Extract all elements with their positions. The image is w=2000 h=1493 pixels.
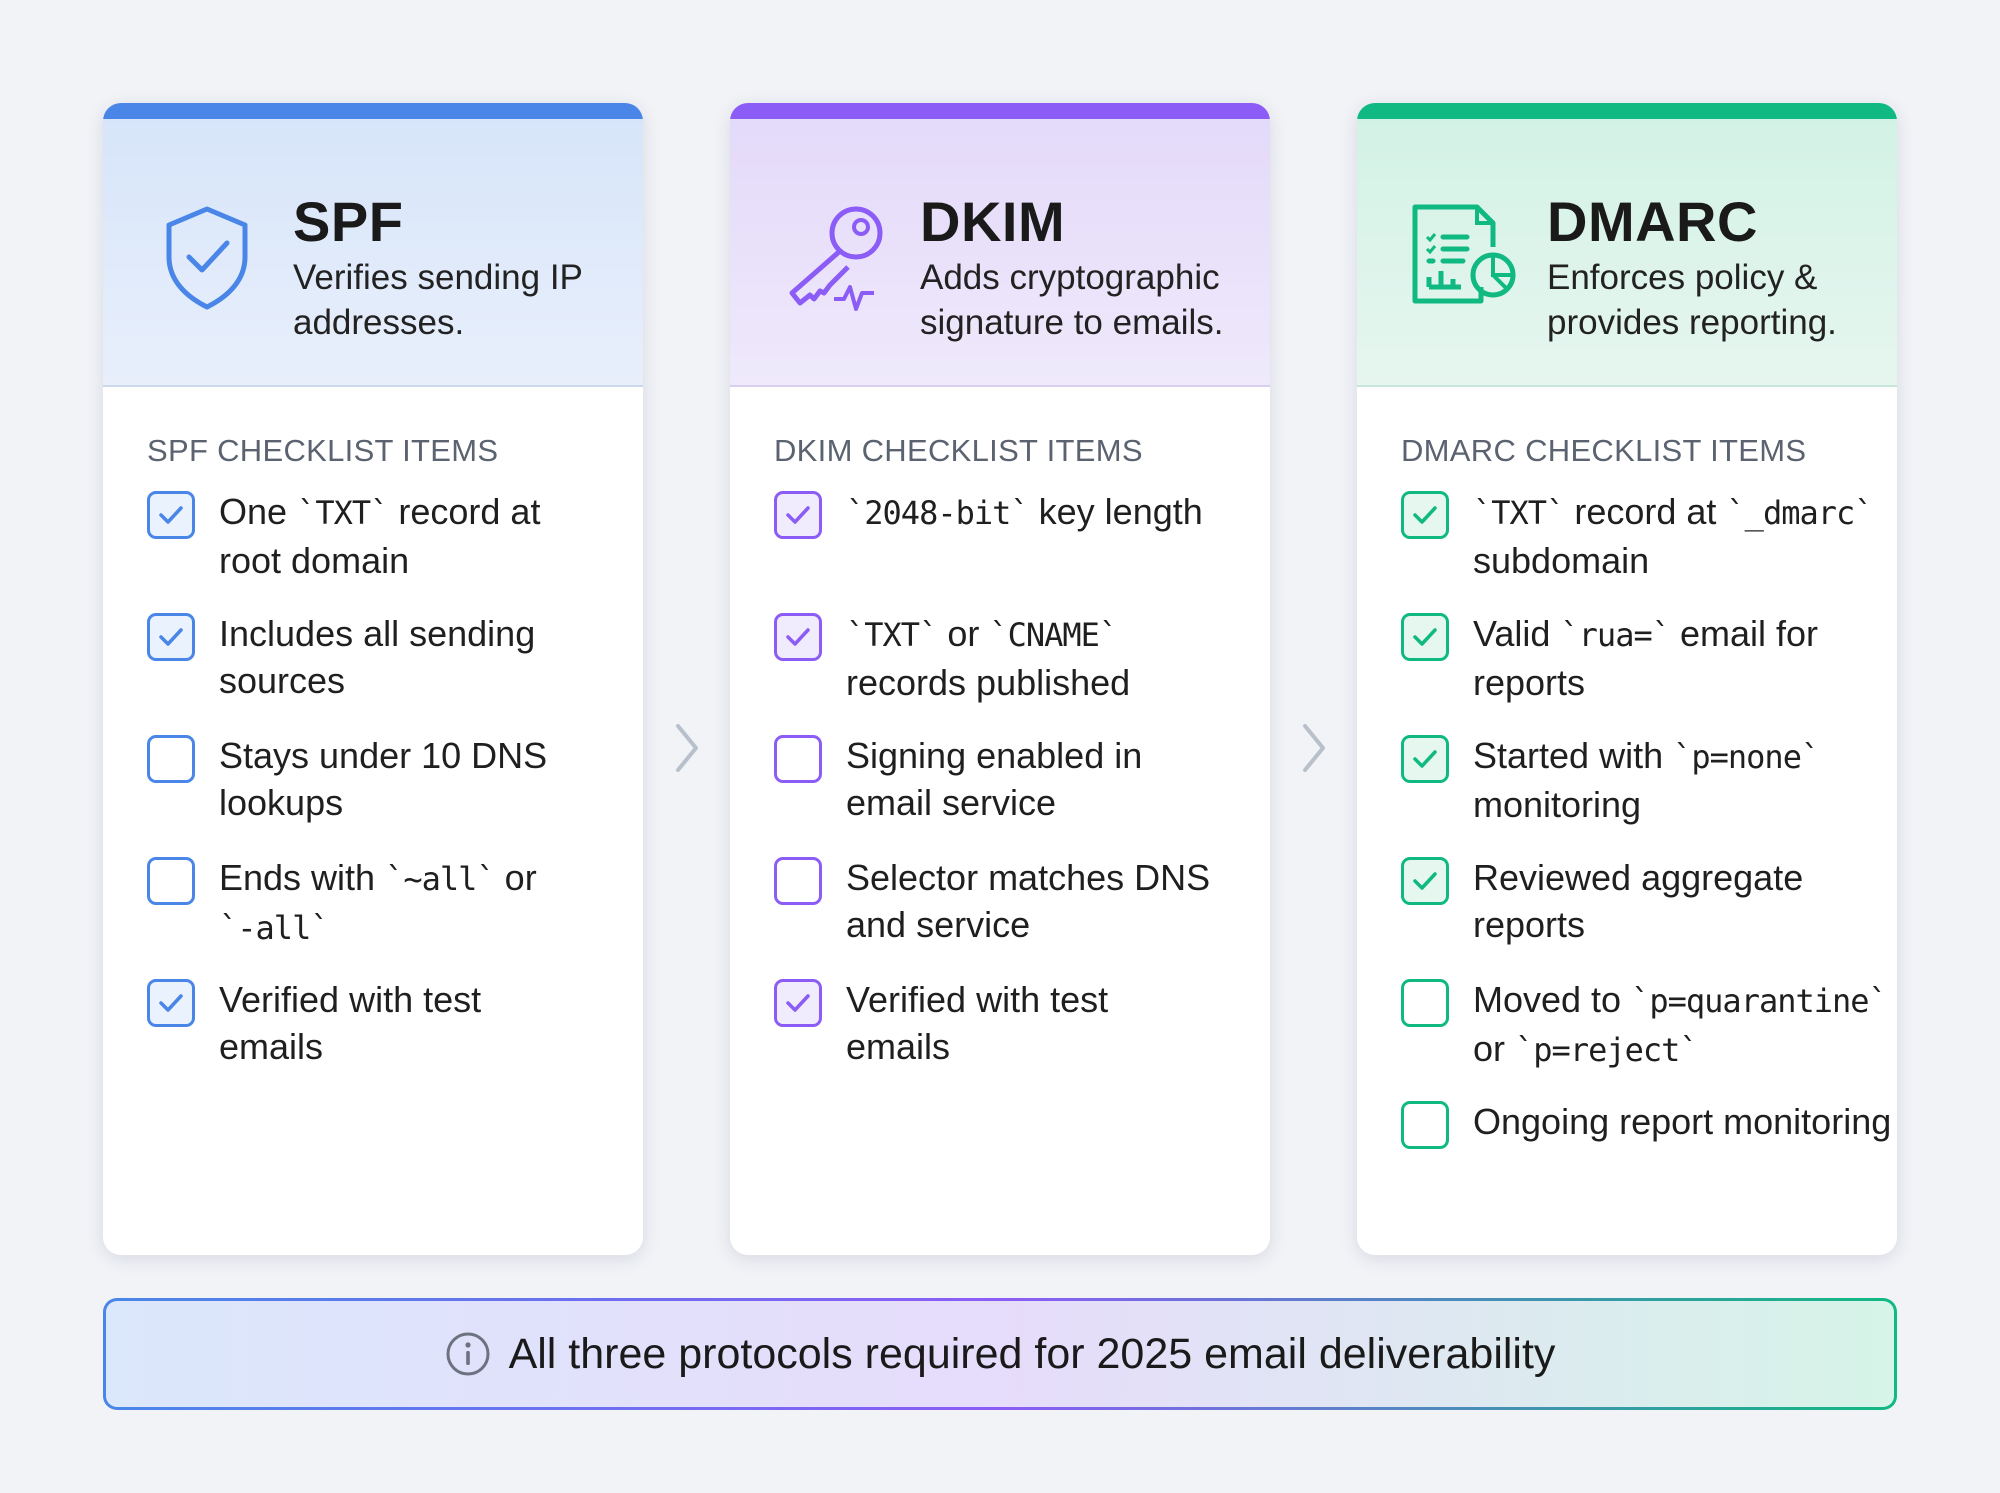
checklist-item: Valid `rua=` email for reports [1401, 610, 1897, 732]
checklist-item-text: Moved to `p=quarantine` or `p=reject` [1473, 979, 1888, 1069]
card-dkim: DKIM Adds cryptographic signature to ema… [730, 103, 1270, 1255]
checklist-item-text: One `TXT` record at root domain [219, 491, 541, 581]
card-accent-bar [1357, 103, 1897, 119]
checkbox-checked[interactable] [147, 613, 195, 661]
checklist-item: Reviewed aggregate reports [1401, 854, 1897, 976]
code-snippet: `TXT` [846, 616, 938, 654]
card-accent-bar [730, 103, 1270, 119]
card-header: SPF Verifies sending IP addresses. [103, 119, 643, 387]
card-title: DMARC [1547, 190, 1758, 253]
check-icon [159, 506, 183, 524]
checklist-item-text: `TXT` or `CNAME` records published [846, 613, 1131, 703]
check-icon [786, 628, 810, 646]
checklist-item-text: Ongoing report monitoring [1473, 1101, 1892, 1142]
checkbox-checked[interactable] [147, 979, 195, 1027]
checklist-item-text: Includes all sending sources [219, 613, 536, 701]
checklist-item-text: Reviewed aggregate reports [1473, 857, 1804, 945]
code-snippet: `TXT` [297, 494, 389, 532]
card-spf: SPF Verifies sending IP addresses. SPF C… [103, 103, 643, 1255]
check-icon [159, 628, 183, 646]
checkbox-unchecked[interactable] [774, 735, 822, 783]
checklist-item: `2048-bit` key length [774, 488, 1270, 610]
report-document-icon [1401, 197, 1521, 317]
checkbox-checked[interactable] [1401, 613, 1449, 661]
card-title: DKIM [920, 190, 1066, 253]
code-snippet: `p=quarantine` [1631, 982, 1888, 1020]
checklist-item: `TXT` record at `_dmarc` subdomain [1401, 488, 1897, 610]
checklist-item: Started with `p=none` monitoring [1401, 732, 1897, 854]
card-accent-bar [103, 103, 643, 119]
checklist-item-text: `TXT` record at `_dmarc` subdomain [1473, 491, 1874, 581]
key-signature-icon [774, 197, 894, 317]
checkbox-checked[interactable] [774, 491, 822, 539]
check-icon [1413, 628, 1437, 646]
checklist-item: Includes all sending sources [147, 610, 643, 732]
code-snippet: `rua=` [1560, 616, 1671, 654]
checkbox-checked[interactable] [1401, 857, 1449, 905]
checklist-item: Signing enabled in email service [774, 732, 1270, 854]
code-snippet: `_dmarc` [1726, 494, 1873, 532]
code-snippet: `~all` [385, 860, 496, 898]
checklist: One `TXT` record at root domain Includes… [147, 488, 643, 1098]
checklist-item-text: Stays under 10 DNS lookups [219, 735, 548, 823]
check-icon [159, 994, 183, 1012]
checklist-item-text: Signing enabled in email service [846, 735, 1143, 823]
checkbox-unchecked[interactable] [774, 857, 822, 905]
info-banner: All three protocols required for 2025 em… [103, 1298, 1897, 1410]
checklist-title: DMARC CHECKLIST ITEMS [1401, 433, 1807, 468]
code-snippet: `p=none` [1673, 738, 1820, 776]
chevron-right-icon [1303, 724, 1325, 772]
checkbox-unchecked[interactable] [147, 857, 195, 905]
checklist-item: Moved to `p=quarantine` or `p=reject` [1401, 976, 1897, 1098]
checklist-item-text: Ends with `~all` or `-all` [219, 857, 537, 947]
card-header: DMARC Enforces policy & provides reporti… [1357, 119, 1897, 387]
check-icon [1413, 750, 1437, 768]
banner-text: All three protocols required for 2025 em… [508, 1329, 1556, 1378]
checkbox-checked[interactable] [1401, 735, 1449, 783]
checklist-item: Verified with test emails [147, 976, 643, 1098]
checklist-item: One `TXT` record at root domain [147, 488, 643, 610]
checkbox-checked[interactable] [147, 491, 195, 539]
checkbox-checked[interactable] [774, 979, 822, 1027]
checklist-item-text: Verified with test emails [219, 979, 482, 1067]
card-title: SPF [293, 190, 404, 253]
card-description: Enforces policy & provides reporting. [1547, 258, 1837, 342]
checkbox-checked[interactable] [774, 613, 822, 661]
card-dmarc: DMARC Enforces policy & provides reporti… [1357, 103, 1897, 1255]
checklist-item: Stays under 10 DNS lookups [147, 732, 643, 854]
check-icon [1413, 506, 1437, 524]
checklist: `TXT` record at `_dmarc` subdomain Valid… [1401, 488, 1897, 1220]
checklist-item-text: Verified with test emails [846, 979, 1109, 1067]
checklist-item-text: Valid `rua=` email for reports [1473, 613, 1819, 703]
code-snippet: `2048-bit` [846, 494, 1030, 532]
checklist-item: Ends with `~all` or `-all` [147, 854, 643, 976]
checkbox-unchecked[interactable] [1401, 979, 1449, 1027]
check-icon [1413, 872, 1437, 890]
checklist-item-text: Selector matches DNS and service [846, 857, 1211, 945]
checklist-item: Ongoing report monitoring [1401, 1098, 1897, 1220]
checklist-item-text: `2048-bit` key length [846, 491, 1203, 532]
checklist-title: SPF CHECKLIST ITEMS [147, 433, 499, 468]
code-snippet: `p=reject` [1515, 1031, 1699, 1069]
shield-check-icon [147, 197, 267, 317]
card-description: Verifies sending IP addresses. [293, 258, 583, 342]
checkbox-checked[interactable] [1401, 491, 1449, 539]
card-description: Adds cryptographic signature to emails. [920, 258, 1224, 342]
checklist-item: `TXT` or `CNAME` records published [774, 610, 1270, 732]
info-icon [446, 1332, 490, 1376]
code-snippet: `TXT` [1473, 494, 1565, 532]
checkbox-unchecked[interactable] [1401, 1101, 1449, 1149]
code-snippet: `CNAME` [989, 616, 1118, 654]
checklist-item: Verified with test emails [774, 976, 1270, 1098]
check-icon [786, 994, 810, 1012]
check-icon [786, 506, 810, 524]
code-snippet: `-all` [219, 909, 330, 947]
chevron-right-icon [676, 724, 698, 772]
card-header: DKIM Adds cryptographic signature to ema… [730, 119, 1270, 387]
checklist: `2048-bit` key length `TXT` or `CNAME` r… [774, 488, 1270, 1098]
checklist-title: DKIM CHECKLIST ITEMS [774, 433, 1143, 468]
checklist-item-text: Started with `p=none` monitoring [1473, 735, 1820, 825]
checklist-item: Selector matches DNS and service [774, 854, 1270, 976]
checkbox-unchecked[interactable] [147, 735, 195, 783]
